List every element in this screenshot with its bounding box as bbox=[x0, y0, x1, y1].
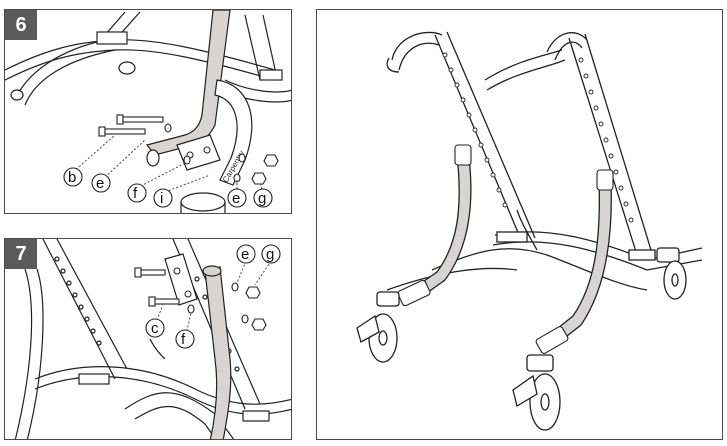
step-7-panel: 7 bbox=[4, 238, 292, 440]
callout-e: e bbox=[96, 175, 104, 192]
assembled-walker-panel bbox=[316, 9, 723, 440]
nut-icon bbox=[251, 154, 279, 185]
bolt-icon bbox=[134, 267, 180, 307]
callout-f: f bbox=[133, 185, 138, 202]
callout-b: b bbox=[68, 169, 76, 186]
assembled-walker-diagram bbox=[356, 31, 703, 431]
step-6-diagram: Carpentry bbox=[5, 10, 291, 213]
callout-i: i bbox=[160, 190, 163, 207]
step-number-badge: 6 bbox=[5, 10, 37, 40]
step-6-panel: 6 Carpentry bbox=[4, 9, 292, 214]
washer-icon bbox=[187, 282, 249, 324]
step-7-diagram: e g c f bbox=[14, 239, 291, 439]
callout-c: c bbox=[151, 320, 159, 337]
callout-g: g bbox=[258, 190, 266, 207]
callout-f: f bbox=[181, 331, 186, 348]
nut-icon bbox=[245, 286, 267, 331]
callout-e-2: e bbox=[232, 190, 240, 207]
washer-icon bbox=[164, 123, 246, 183]
bolt-icon bbox=[98, 114, 164, 137]
upright-holes bbox=[54, 256, 102, 346]
step-number-badge: 7 bbox=[5, 239, 37, 269]
callout-e: e bbox=[241, 246, 249, 263]
callout-g: g bbox=[266, 246, 274, 263]
caster-wheel-icon bbox=[356, 247, 687, 431]
